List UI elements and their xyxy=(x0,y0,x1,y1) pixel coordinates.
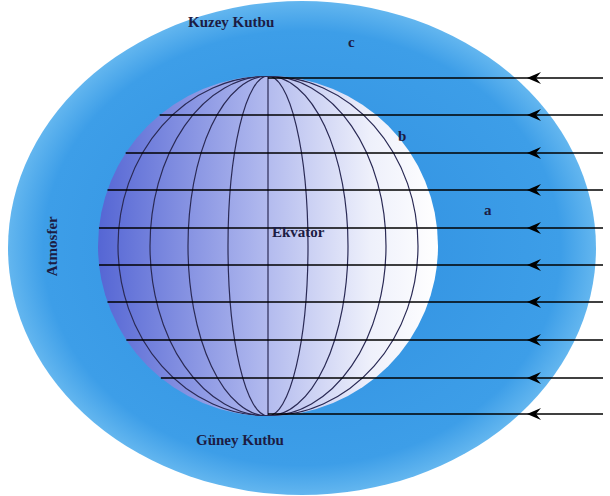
ray-arrowhead xyxy=(527,147,541,159)
pole-label: Kuzey Kutbu xyxy=(188,14,274,31)
ray-arrowhead xyxy=(527,372,541,384)
equator-label: Ekvator xyxy=(272,224,325,241)
sun-rays xyxy=(99,72,603,420)
ray-arrowhead xyxy=(527,109,541,121)
ray-letter: a xyxy=(484,202,492,219)
ray-arrowhead xyxy=(527,259,541,271)
ray-line xyxy=(160,114,603,116)
atmosphere xyxy=(8,1,596,495)
ray-arrowhead xyxy=(527,222,541,234)
ray-line xyxy=(268,77,603,79)
ray-arrowhead xyxy=(527,334,541,346)
meridians xyxy=(118,76,418,416)
ray-arrowhead xyxy=(527,72,541,84)
ray-arrowhead xyxy=(527,296,541,308)
ray-line xyxy=(268,413,603,415)
ray-arrowhead xyxy=(527,408,541,420)
ray-letter: b xyxy=(398,128,406,145)
pole-label: Güney Kutbu xyxy=(196,432,284,449)
ray-line xyxy=(161,377,603,379)
ray-letter: c xyxy=(348,34,355,51)
atmosphere-label: Atmosfer xyxy=(44,216,61,276)
earth-sphere xyxy=(98,76,438,416)
ray-arrowhead xyxy=(527,184,541,196)
